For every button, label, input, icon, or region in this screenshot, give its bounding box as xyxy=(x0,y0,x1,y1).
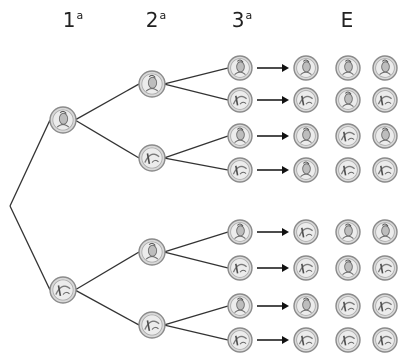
head-coin-icon xyxy=(335,87,361,113)
head-coin-icon xyxy=(372,219,398,245)
tree-branch xyxy=(163,157,229,171)
head-coin-icon xyxy=(372,123,398,149)
head-coin-icon xyxy=(227,55,253,81)
tree-branch xyxy=(163,305,229,326)
one-euro-coin-icon xyxy=(372,87,398,113)
tree-branch xyxy=(74,289,140,326)
head-coin-icon xyxy=(293,123,319,149)
arrow-icon xyxy=(257,132,289,140)
arrow-icon xyxy=(257,228,289,236)
head-coin-icon xyxy=(293,55,319,81)
header-toss-3-number: 3 xyxy=(231,8,245,32)
header-sample-space: E xyxy=(341,8,354,32)
head-coin-icon xyxy=(227,123,253,149)
one-euro-coin-icon xyxy=(372,327,398,353)
tree-branch xyxy=(163,324,229,341)
one-euro-coin-icon xyxy=(372,157,398,183)
one-euro-coin-icon xyxy=(138,144,166,172)
tree-branch xyxy=(163,251,229,269)
one-euro-coin-icon xyxy=(227,157,253,183)
head-coin-icon xyxy=(227,219,253,245)
head-coin-icon xyxy=(227,293,253,319)
one-euro-coin-icon xyxy=(372,293,398,319)
head-coin-icon xyxy=(49,106,77,134)
one-euro-coin-icon xyxy=(227,327,253,353)
header-toss-1-number: 1 xyxy=(62,8,76,32)
one-euro-coin-icon xyxy=(227,255,253,281)
tree-branch xyxy=(163,67,229,85)
head-coin-icon xyxy=(138,70,166,98)
header-toss-1-ordinal: a xyxy=(76,9,84,22)
header-toss-3-ordinal: a xyxy=(245,9,253,22)
head-coin-icon xyxy=(335,55,361,81)
arrow-icon xyxy=(257,264,289,272)
tree-branch xyxy=(9,119,51,207)
arrow-icon xyxy=(257,336,289,344)
one-euro-coin-icon xyxy=(293,219,319,245)
one-euro-coin-icon xyxy=(335,123,361,149)
one-euro-coin-icon xyxy=(293,327,319,353)
head-coin-icon xyxy=(138,238,166,266)
head-coin-icon xyxy=(372,55,398,81)
tree-branch xyxy=(74,83,140,121)
tree-branch xyxy=(9,205,51,291)
tree-branch xyxy=(74,251,140,291)
one-euro-coin-icon xyxy=(335,157,361,183)
tree-branch xyxy=(163,83,229,101)
one-euro-coin-icon xyxy=(293,255,319,281)
tree-branch xyxy=(74,119,140,159)
header-toss-1: 1a xyxy=(63,8,83,32)
one-euro-coin-icon xyxy=(49,276,77,304)
head-coin-icon xyxy=(335,219,361,245)
head-coin-icon xyxy=(293,157,319,183)
one-euro-coin-icon xyxy=(227,87,253,113)
arrow-icon xyxy=(257,96,289,104)
arrow-icon xyxy=(257,64,289,72)
tree-branch xyxy=(163,231,229,253)
head-coin-icon xyxy=(293,293,319,319)
one-euro-coin-icon xyxy=(293,87,319,113)
arrow-icon xyxy=(257,302,289,310)
arrow-icon xyxy=(257,166,289,174)
one-euro-coin-icon xyxy=(138,311,166,339)
tree-branch xyxy=(163,135,229,159)
header-sample-space-label: E xyxy=(340,8,354,32)
head-coin-icon xyxy=(335,255,361,281)
one-euro-coin-icon xyxy=(335,327,361,353)
header-toss-2-ordinal: a xyxy=(159,9,167,22)
header-toss-3: 3a xyxy=(232,8,252,32)
one-euro-coin-icon xyxy=(372,255,398,281)
header-toss-2: 2a xyxy=(146,8,166,32)
one-euro-coin-icon xyxy=(335,293,361,319)
header-toss-2-number: 2 xyxy=(145,8,159,32)
